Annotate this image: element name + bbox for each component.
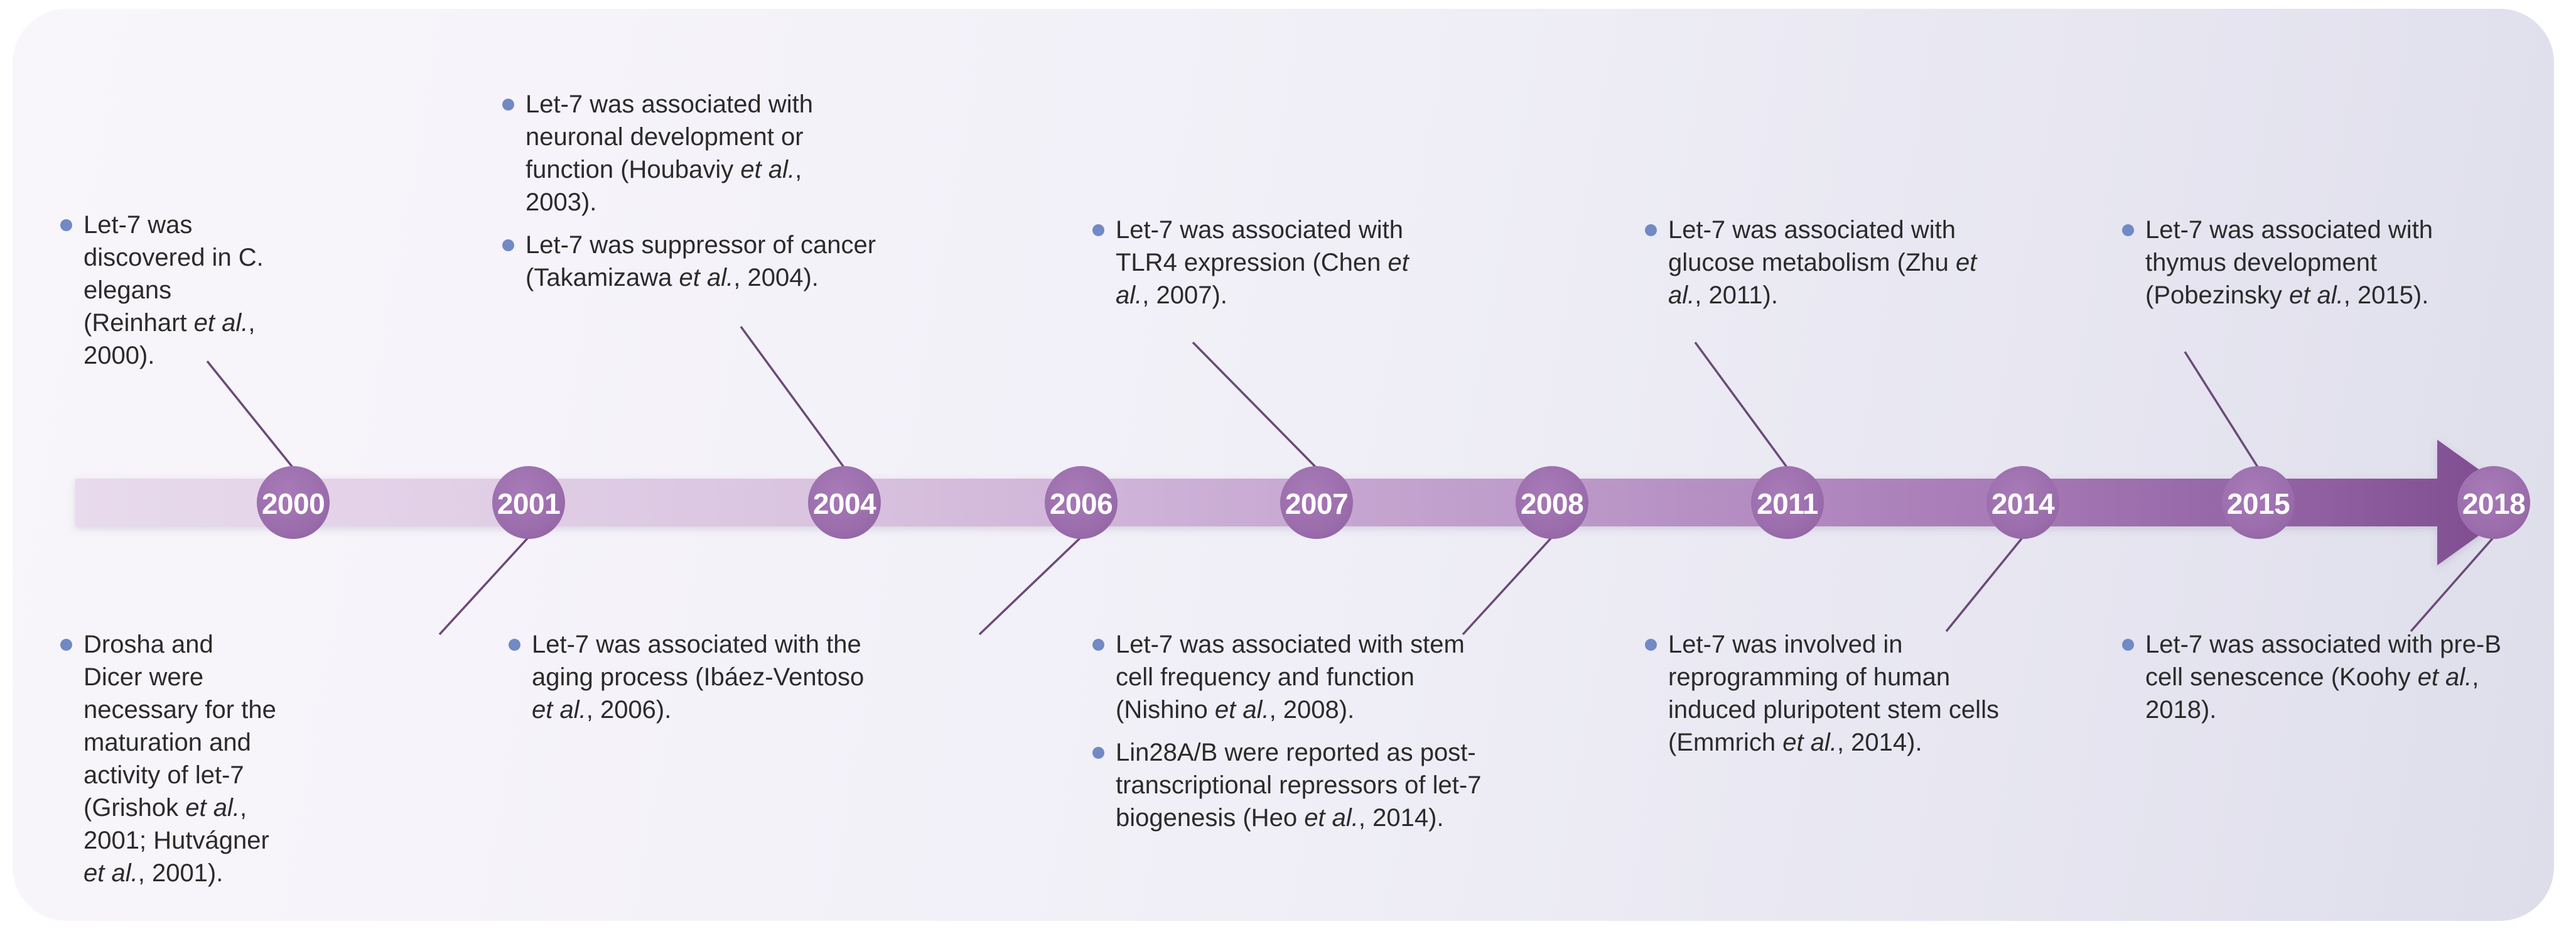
entry-text: Lin28A/B were reported as post-transcrip… (1116, 739, 1482, 832)
entry-text: Let-7 was involved in reprogramming of h… (1668, 631, 1999, 756)
entry-block-2006: Let-7 was associated with the aging proc… (509, 628, 892, 726)
entry-text: Drosha and Dicer were necessary for the … (84, 631, 276, 887)
bullet-dot-icon (60, 219, 72, 231)
timeline-node-2001[interactable]: 2001 (492, 466, 565, 539)
list-item: Let-7 was discovered in C. elegans (Rein… (60, 209, 274, 372)
list-item: Let-7 was suppressor of cancer (Takamiza… (502, 229, 879, 294)
entry-text: Let-7 was discovered in C. elegans (Rein… (84, 211, 264, 369)
bullet-dot-icon (2122, 224, 2134, 236)
timeline-node-2015[interactable]: 2015 (2222, 466, 2295, 539)
list-item: Let-7 was associated with the aging proc… (509, 628, 892, 726)
node-year-label: 2007 (1285, 487, 1348, 520)
node-year-label: 2011 (1757, 487, 1818, 520)
connector-2007 (1192, 341, 1318, 469)
connector-2006 (978, 536, 1082, 636)
timeline-node-2007[interactable]: 2007 (1280, 466, 1353, 539)
connector-2015 (2184, 351, 2260, 469)
list-item: Let-7 was associated with stem cell freq… (1092, 628, 1482, 726)
node-year-label: 2000 (262, 487, 325, 520)
connector-lines-below (438, 536, 2495, 636)
timeline-node-2008[interactable]: 2008 (1516, 466, 1588, 539)
list-item: Drosha and Dicer were necessary for the … (60, 628, 277, 889)
entry-block-2018: Let-7 was associated with pre-B cell sen… (2122, 628, 2505, 726)
list-item: Lin28A/B were reported as post-transcrip… (1092, 736, 1482, 834)
bullet-dot-icon (502, 99, 514, 111)
entry-block-2011: Let-7 was associated with glucose metabo… (1645, 214, 1987, 312)
timeline-node-2014[interactable]: 2014 (1986, 466, 2059, 539)
node-year-label: 2014 (1991, 487, 2055, 520)
entry-block-2014: Let-7 was involved in reprogramming of h… (1645, 628, 2034, 759)
entry-block-2008: Let-7 was associated with stem cell freq… (1092, 628, 1482, 834)
entry-text: Let-7 was suppressor of cancer (Takamiza… (525, 231, 876, 291)
connector-2018 (2410, 536, 2495, 633)
figure-panel (13, 9, 2554, 921)
list-item: Let-7 was involved in reprogramming of h… (1645, 628, 2034, 759)
connector-2008 (1462, 536, 1553, 636)
timeline-node-2006[interactable]: 2006 (1045, 466, 1118, 539)
bullet-dot-icon (509, 639, 520, 651)
node-year-label: 2001 (497, 487, 560, 520)
bullet-dot-icon (60, 639, 72, 651)
entry-block-2000: Let-7 was discovered in C. elegans (Rein… (60, 209, 274, 372)
list-item: Let-7 was associated with thymus develop… (2122, 214, 2511, 312)
entry-text: Let-7 was associated with the aging proc… (532, 631, 865, 724)
entry-text: Let-7 was associated with pre-B cell sen… (2145, 631, 2501, 724)
node-year-label: 2004 (813, 487, 876, 520)
node-year-label: 2008 (1521, 487, 1583, 520)
entry-block-2001: Drosha and Dicer were necessary for the … (60, 628, 277, 889)
bullet-dot-icon (502, 239, 514, 251)
list-item: Let-7 was associated with neuronal devel… (502, 88, 879, 219)
entry-text: Let-7 was associated with stem cell freq… (1116, 631, 1465, 724)
connector-2014 (1945, 536, 2024, 633)
timeline-nodes: 2000 2001 2004 2006 2007 2008 (257, 466, 2530, 539)
node-year-label: 2018 (2462, 487, 2525, 520)
bullet-dot-icon (1092, 639, 1104, 651)
entry-block-2015: Let-7 was associated with thymus develop… (2122, 214, 2511, 312)
list-item: Let-7 was associated with glucose metabo… (1645, 214, 1987, 312)
entry-block-2004: Let-7 was associated with neuronal devel… (502, 88, 879, 294)
node-year-label: 2015 (2227, 487, 2290, 520)
timeline-node-2004[interactable]: 2004 (808, 466, 881, 539)
entry-text: Let-7 was associated with TLR4 expressio… (1116, 216, 1409, 309)
timeline-node-2000[interactable]: 2000 (257, 466, 330, 539)
connector-2011 (1694, 341, 1789, 469)
connector-2001 (438, 536, 530, 636)
list-item: Let-7 was associated with TLR4 expressio… (1092, 214, 1444, 312)
bullet-dot-icon (1645, 224, 1657, 236)
list-item: Let-7 was associated with pre-B cell sen… (2122, 628, 2505, 726)
connector-lines-above (206, 325, 2260, 469)
entry-text: Let-7 was associated with neuronal devel… (525, 90, 814, 216)
node-year-label: 2006 (1050, 487, 1113, 520)
bullet-dot-icon (2122, 639, 2134, 651)
timeline-node-2011[interactable]: 2011 (1751, 466, 1824, 539)
connector-2000 (206, 360, 294, 469)
entry-block-2007: Let-7 was associated with TLR4 expressio… (1092, 214, 1444, 312)
entry-text: Let-7 was associated with thymus develop… (2145, 216, 2433, 309)
connector-2004 (740, 325, 846, 469)
bullet-dot-icon (1645, 639, 1657, 651)
timeline-node-2018[interactable]: 2018 (2457, 466, 2530, 539)
entry-text: Let-7 was associated with glucose metabo… (1668, 216, 1977, 309)
bullet-dot-icon (1092, 224, 1104, 236)
bullet-dot-icon (1092, 747, 1104, 759)
